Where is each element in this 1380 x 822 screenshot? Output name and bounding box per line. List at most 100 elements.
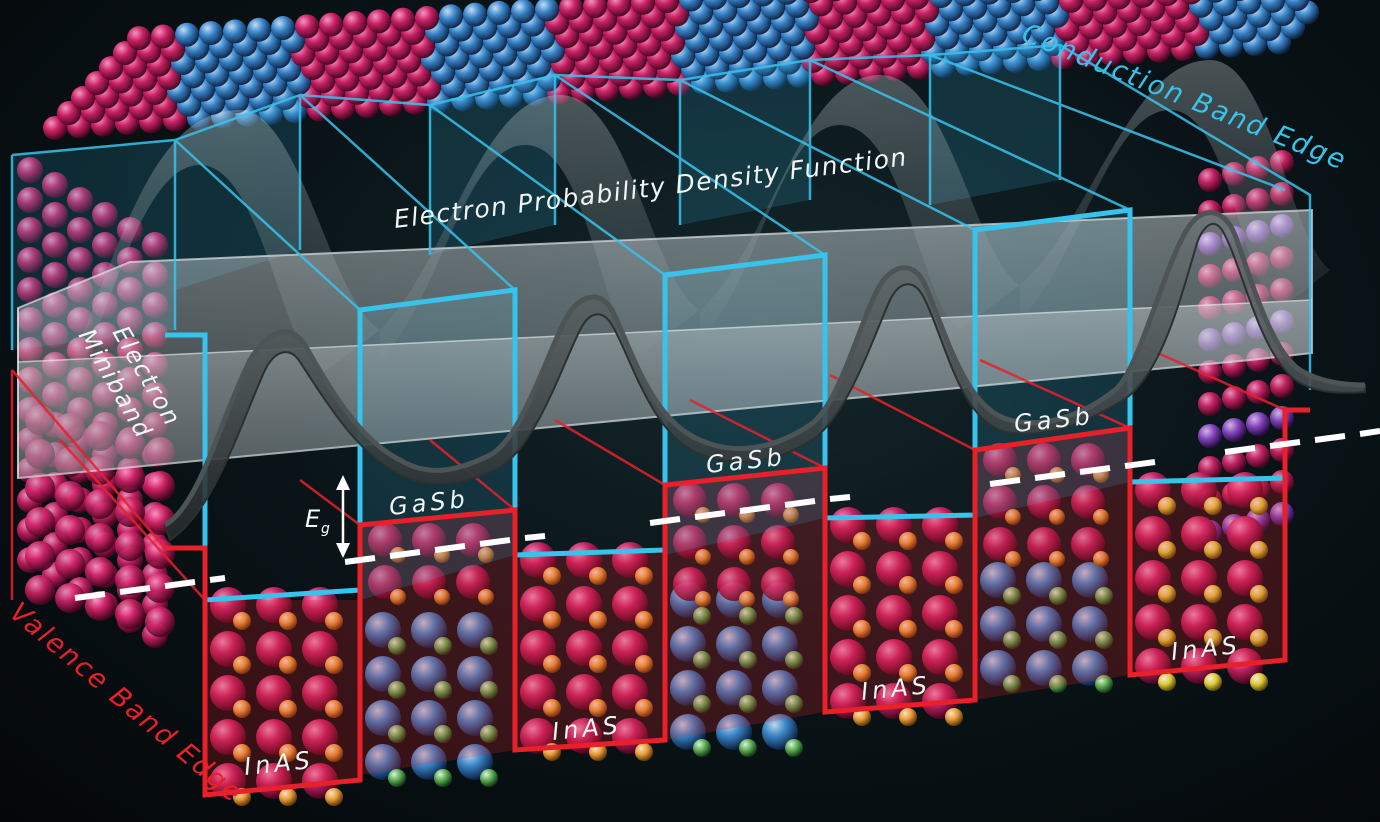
atom [857,0,881,14]
bandgap-label: E g [305,505,330,537]
atom [1246,412,1270,436]
atom [67,187,93,213]
atom [57,101,81,126]
atom [145,607,175,637]
atom [785,0,809,19]
atom [1198,392,1222,416]
atom [480,769,498,787]
atom [543,611,561,629]
atom [1222,450,1246,474]
atom [1222,418,1246,442]
atom [1049,631,1067,649]
atom [739,695,757,713]
atom [783,591,799,607]
atom [1005,551,1021,567]
atom [1049,551,1065,567]
atom [434,769,452,787]
atom [1207,0,1223,3]
atom [1198,168,1222,192]
atom [899,620,917,638]
atom [693,607,711,625]
atom [905,0,929,10]
atom [635,567,653,585]
atom [388,681,406,699]
atom [899,708,917,726]
atom [635,699,653,717]
atom [583,0,607,19]
atom [1083,0,1107,12]
atom [1213,0,1237,17]
atom [115,463,145,493]
atom [589,567,607,585]
atom [43,116,67,140]
atom [42,202,68,228]
atom [1250,629,1268,647]
atom [390,589,406,605]
atom [535,0,559,22]
atom [92,232,118,258]
atom [1049,587,1067,605]
bandgap-arrow [336,475,350,558]
atom [295,14,319,39]
atom [1158,497,1176,515]
atom [480,725,498,743]
atom [607,0,631,17]
atom [85,71,109,96]
atom [480,681,498,699]
atom [434,589,450,605]
atom [1270,374,1294,398]
atom [727,0,751,9]
atom-lattice-back [17,0,1319,648]
atom [434,681,452,699]
atom [434,725,452,743]
atom [1003,587,1021,605]
atom [635,655,653,673]
atom [899,664,917,682]
atom [785,651,803,669]
atom [695,591,711,607]
atom [391,7,415,32]
atom [739,607,757,625]
atom [1031,0,1043,2]
atom [1093,551,1109,567]
atom [1189,0,1213,18]
atom [325,656,343,674]
atom [55,583,85,613]
atom [478,589,494,605]
atom [85,489,115,519]
atom [67,247,93,273]
atom [511,0,535,24]
atom [1156,0,1178,7]
atom [279,656,297,674]
atom [1158,541,1176,559]
atom [367,9,391,34]
bandgap-symbol: E [305,505,321,533]
atom [631,0,655,15]
atom [487,0,511,25]
atom [1233,0,1245,2]
atom [1158,585,1176,603]
electron-probability-density-curve [163,210,1366,542]
atom [589,611,607,629]
atom [703,0,727,10]
atom [434,637,452,655]
bandgap-subscript: g [321,521,330,537]
atom [233,744,251,762]
atom [1005,509,1021,525]
atom [25,541,55,571]
atom [853,620,871,638]
atom [271,16,295,41]
atom [853,576,871,594]
atom [833,0,857,15]
atom [325,612,343,630]
atom [635,611,653,629]
atom [325,700,343,718]
atom [853,532,871,550]
atom [25,473,55,503]
atom [853,708,871,726]
atom [127,26,151,51]
atom [279,612,297,630]
atom [388,637,406,655]
atom [151,24,175,49]
